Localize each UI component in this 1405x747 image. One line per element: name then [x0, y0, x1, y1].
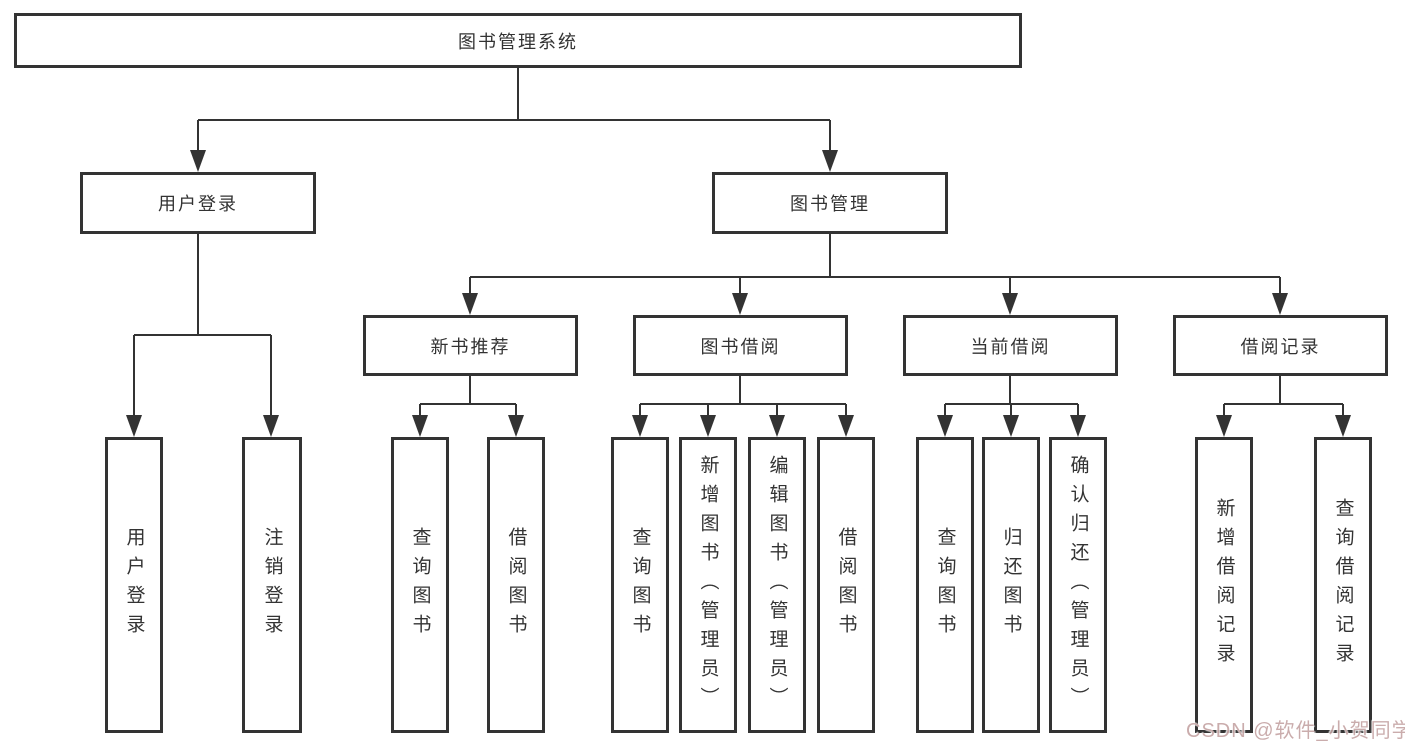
- node-new-book-recommend: 新书推荐: [363, 315, 578, 376]
- node-label: 新增图书（管理员）: [697, 454, 719, 716]
- node-borrow-records: 借阅记录: [1173, 315, 1388, 376]
- leaf-cb-return-books: 归还图书: [982, 437, 1040, 733]
- node-label: 新书推荐: [430, 336, 511, 357]
- leaf-cb-query-books: 查询图书: [916, 437, 974, 733]
- node-label: 注销登录: [261, 527, 283, 643]
- node-label: 当前借阅: [970, 336, 1051, 357]
- node-label: 新增借阅记录: [1213, 498, 1235, 672]
- leaf-cb-confirm-return-admin: 确认归还（管理员）: [1049, 437, 1107, 733]
- node-label: 借阅图书: [835, 527, 857, 643]
- node-book-management: 图书管理: [712, 172, 948, 234]
- leaf-bb-borrow-books: 借阅图书: [817, 437, 875, 733]
- node-label: 归还图书: [1000, 527, 1022, 643]
- arrow-heads: [126, 150, 1351, 437]
- node-label: 用户登录: [158, 194, 238, 214]
- node-label: 确认归还（管理员）: [1067, 454, 1089, 716]
- node-book-borrow: 图书借阅: [633, 315, 848, 376]
- leaf-user-login: 用户登录: [105, 437, 163, 733]
- node-label: 图书管理系统: [458, 31, 578, 52]
- node-label: 图书借阅: [700, 336, 781, 357]
- node-label: 编辑图书（管理员）: [766, 454, 788, 716]
- leaf-nbr-borrow-books: 借阅图书: [487, 437, 545, 733]
- node-library-system: 图书管理系统: [14, 13, 1022, 68]
- leaf-bb-edit-book-admin: 编辑图书（管理员）: [748, 437, 806, 733]
- node-label: 用户登录: [123, 527, 145, 643]
- leaf-bb-query-books: 查询图书: [611, 437, 669, 733]
- node-label: 图书管理: [790, 194, 870, 214]
- leaf-bb-add-book-admin: 新增图书（管理员）: [679, 437, 737, 733]
- watermark-text: CSDN @软件_小贺同学: [1186, 720, 1405, 742]
- leaf-nbr-query-books: 查询图书: [391, 437, 449, 733]
- node-user-login: 用户登录: [80, 172, 316, 234]
- node-label: 借阅记录: [1240, 336, 1321, 357]
- leaf-br-query-record: 查询借阅记录: [1314, 437, 1372, 733]
- node-label: 借阅图书: [505, 527, 527, 643]
- node-current-borrow: 当前借阅: [903, 315, 1118, 376]
- node-label: 查询图书: [409, 527, 431, 643]
- node-label: 查询借阅记录: [1332, 498, 1354, 672]
- leaf-logout: 注销登录: [242, 437, 302, 733]
- node-label: 查询图书: [629, 527, 651, 643]
- leaf-br-add-record: 新增借阅记录: [1195, 437, 1253, 733]
- node-label: 查询图书: [934, 527, 956, 643]
